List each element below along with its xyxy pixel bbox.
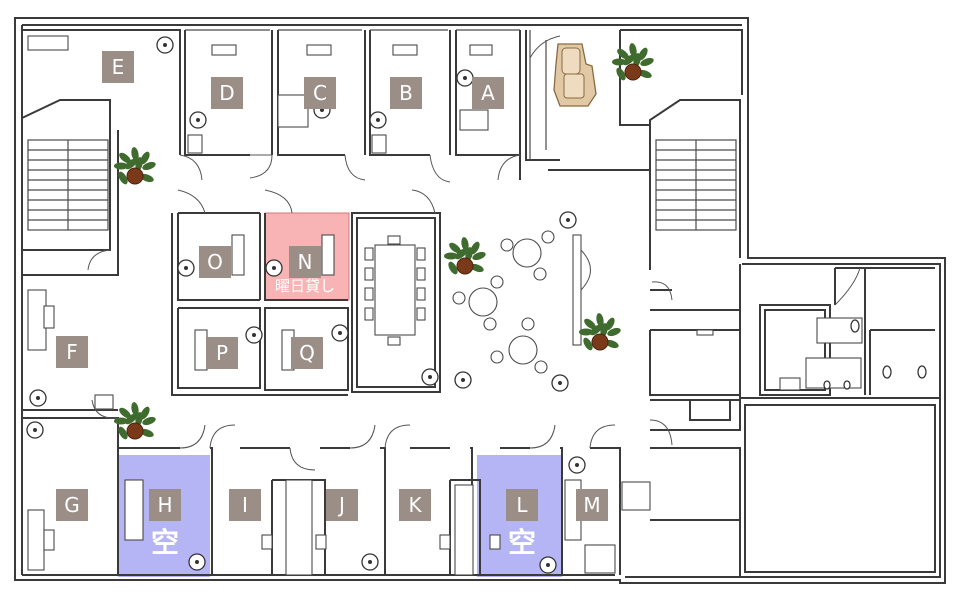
room-label-text: M bbox=[583, 493, 600, 517]
room-label-i: I bbox=[229, 489, 261, 521]
room-label-text: F bbox=[66, 340, 78, 364]
room-label-text: L bbox=[516, 493, 528, 517]
room-label-text: K bbox=[408, 493, 422, 517]
room-label-a: A bbox=[472, 77, 504, 109]
plant-icon bbox=[444, 237, 486, 275]
ceiling-light-icon bbox=[456, 69, 474, 87]
room-label-j: J bbox=[326, 489, 358, 521]
left-rooms-walls bbox=[22, 289, 119, 575]
room-label-text: N bbox=[298, 250, 313, 274]
plants bbox=[114, 43, 654, 440]
right-stairs bbox=[548, 99, 741, 270]
room-label-text: Q bbox=[299, 341, 315, 365]
room-label-text: D bbox=[219, 81, 234, 105]
ceiling-light-icon bbox=[559, 211, 577, 229]
massage-chair-icon bbox=[553, 43, 597, 107]
room-label-b: B bbox=[390, 77, 422, 109]
room-label-text: B bbox=[399, 81, 413, 105]
room-label-d: D bbox=[211, 77, 243, 109]
ceiling-light-icon bbox=[551, 374, 569, 392]
toilet-icon bbox=[823, 319, 927, 390]
ceiling-light-icon bbox=[156, 36, 174, 54]
room-label-g: G bbox=[56, 489, 88, 521]
room-label-n: N 曜日貸し bbox=[275, 246, 335, 295]
room-label-text: P bbox=[216, 341, 228, 365]
room-label-text: C bbox=[313, 81, 327, 105]
room-label-text: I bbox=[242, 493, 248, 517]
room-status-note: 空 bbox=[151, 526, 179, 559]
lounge-tables bbox=[452, 230, 591, 374]
ceiling-light-icon bbox=[265, 259, 283, 277]
ceiling-light-icon bbox=[369, 111, 387, 129]
ceiling-light-icon bbox=[188, 553, 206, 571]
ceiling-light-icon bbox=[245, 326, 263, 344]
room-label-text: A bbox=[481, 81, 495, 105]
room-label-k: K bbox=[399, 489, 431, 521]
ceiling-light-icon bbox=[189, 111, 207, 129]
ceiling-light-icon bbox=[331, 324, 349, 342]
room-label-text: H bbox=[157, 493, 172, 517]
room-label-f: F bbox=[56, 336, 88, 368]
room-label-p: P bbox=[206, 337, 238, 369]
top-rooms-walls bbox=[22, 29, 560, 180]
room-label-text: G bbox=[64, 493, 80, 517]
ceiling-light-icon bbox=[177, 259, 195, 277]
door-swings bbox=[87, 154, 673, 471]
room-label-c: C bbox=[304, 77, 336, 109]
room-label-h: H空 bbox=[149, 489, 181, 559]
plant-icon bbox=[612, 43, 654, 81]
left-stairs bbox=[21, 99, 119, 276]
outer-walls bbox=[14, 17, 946, 584]
plant-icon bbox=[114, 147, 156, 185]
ceiling-light-icon bbox=[539, 556, 557, 574]
room-label-m: M bbox=[576, 489, 608, 521]
room-status-note: 曜日貸し bbox=[275, 277, 335, 295]
ceiling-light-icon bbox=[29, 389, 47, 407]
ceiling-light-icon bbox=[361, 553, 379, 571]
room-label-q: Q bbox=[291, 337, 323, 369]
ceiling-light-icon bbox=[421, 368, 439, 386]
room-label-text: O bbox=[207, 250, 223, 274]
service-area-walls bbox=[649, 267, 935, 577]
plant-icon bbox=[579, 313, 621, 351]
room-status-note: 空 bbox=[508, 526, 536, 559]
ceiling-light-icon bbox=[26, 421, 44, 439]
ceiling-light-icon bbox=[454, 371, 472, 389]
plant-icon bbox=[114, 402, 156, 440]
room-label-text: E bbox=[112, 55, 125, 79]
room-label-text: J bbox=[337, 493, 345, 517]
room-label-e: E bbox=[102, 51, 134, 83]
room-label-l: L空 bbox=[506, 489, 538, 559]
ceiling-light-icon bbox=[568, 456, 586, 474]
room-label-o: O bbox=[199, 246, 231, 278]
